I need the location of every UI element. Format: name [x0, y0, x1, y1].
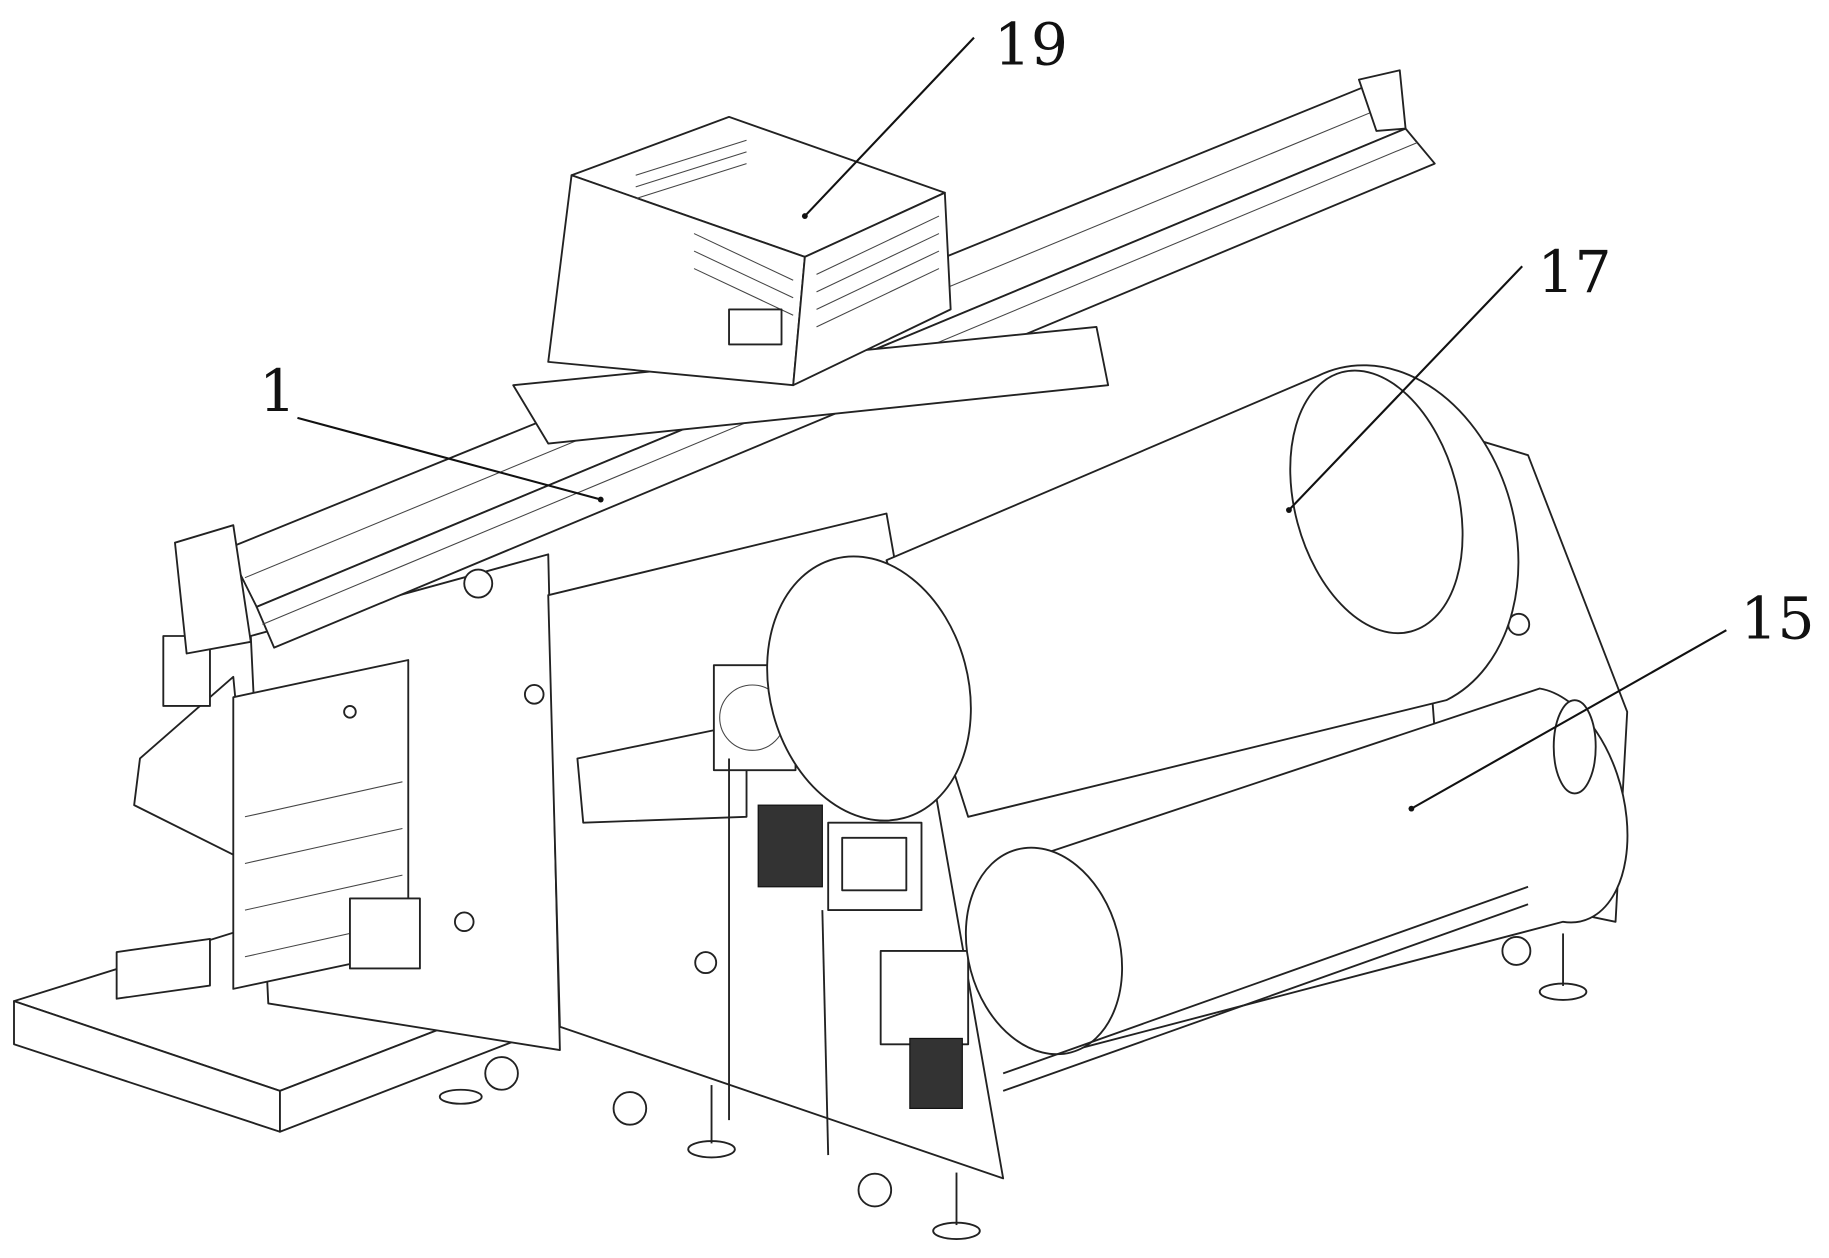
label-1-text: 1 [259, 357, 296, 425]
label-17-text: 17 [1537, 238, 1611, 306]
label-15-text: 15 [1740, 584, 1814, 652]
label-19-text: 19 [994, 10, 1068, 78]
